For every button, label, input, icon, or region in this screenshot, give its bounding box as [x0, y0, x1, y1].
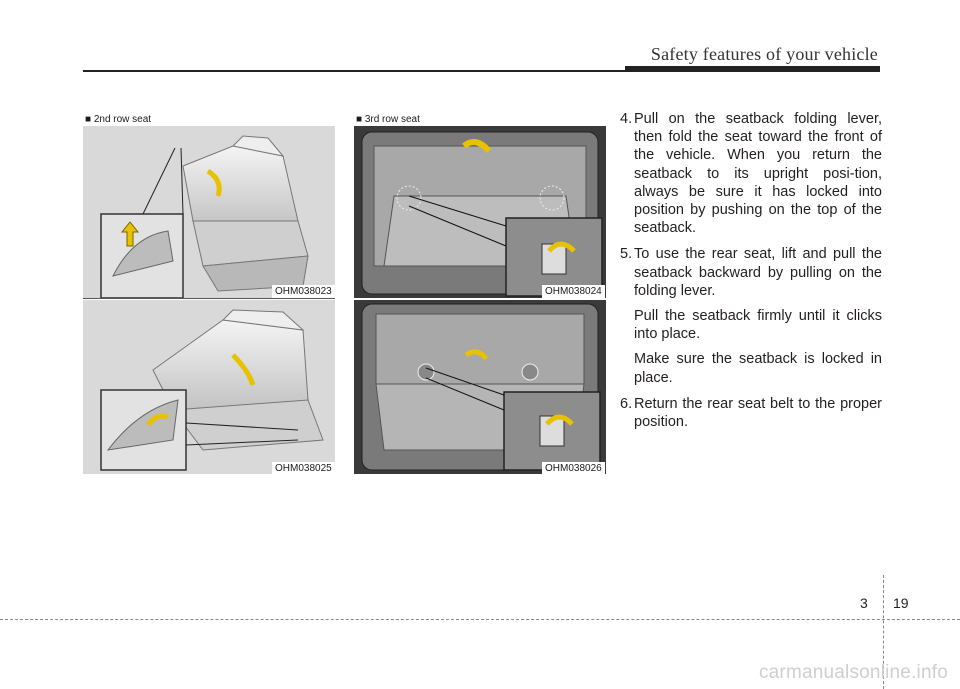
figure-2nd-row-seat-return [83, 300, 335, 474]
step-note: Make sure the seatback is locked in plac… [634, 351, 882, 386]
cargo-illustration [354, 126, 606, 298]
footer-rule [0, 619, 960, 620]
header-rule [83, 70, 880, 72]
step-text: To use the rear seat, lift and pull the … [634, 246, 882, 299]
step-number: 5. [620, 246, 633, 263]
figure-separator [83, 298, 335, 299]
figure-3rd-row-seat-return [354, 300, 606, 474]
footer-divider [883, 575, 884, 689]
figure-label-2nd-row: ■ 2nd row seat [85, 114, 152, 125]
step-number: 4. [620, 111, 633, 127]
step-6: 6. Return the rear seat belt to the prop… [620, 395, 882, 431]
step-note: Pull the seatback firmly until it clicks… [634, 308, 882, 343]
step-text: Return the rear seat belt to the proper … [634, 395, 882, 431]
instructions: 4. Pull on the seatback folding lever, t… [620, 110, 882, 439]
seat-illustration [83, 126, 335, 298]
step-number: 6. [620, 395, 633, 412]
step-5: 5. To use the rear seat, lift and pull t… [620, 245, 882, 386]
cargo-illustration [354, 300, 606, 474]
seat-illustration [83, 300, 335, 474]
section-title: Safety features of your vehicle [650, 44, 878, 64]
step-text: Pull on the seatback folding lever, then… [634, 111, 882, 237]
figure-code: OHM038023 [272, 285, 335, 299]
figure-code: OHM038024 [542, 285, 605, 299]
watermark[interactable]: carmanualsonline.info [758, 662, 948, 683]
figure-3rd-row-seat-fold [354, 126, 606, 298]
figure-code: OHM038025 [272, 462, 335, 476]
figure-code: OHM038026 [542, 462, 605, 476]
step-4: 4. Pull on the seatback folding lever, t… [620, 110, 882, 237]
figure-2nd-row-seat-fold [83, 126, 335, 298]
page-number: 19 [893, 595, 909, 611]
header-rule-accent [625, 66, 880, 72]
figure-label-3rd-row: ■ 3rd row seat [356, 114, 420, 125]
chapter-number: 3 [860, 595, 868, 611]
